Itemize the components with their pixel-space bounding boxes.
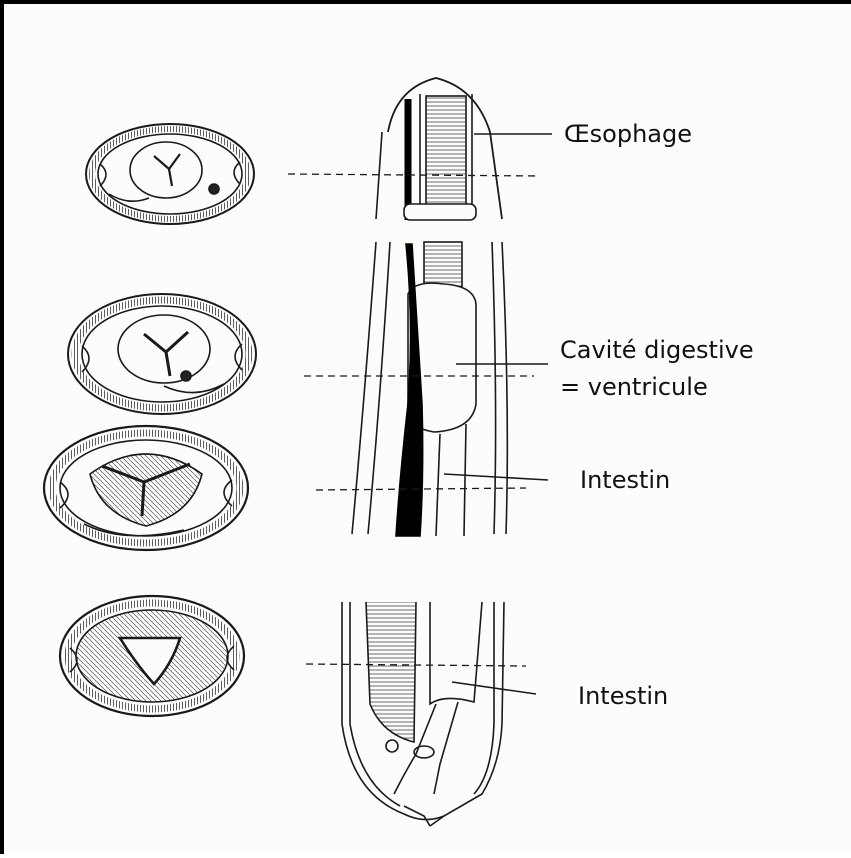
label-cavite-digestive-line2: = ventricule [560,371,708,403]
label-cavite-digestive-line1: Cavité digestive [560,334,754,366]
longitudinal-section-lower [306,602,536,826]
cross-section-1 [86,124,254,224]
label-intestin-upper: Intestin [580,464,670,496]
cross-section-4 [60,596,244,716]
label-oesophage: Œsophage [564,118,692,150]
cross-section-3 [44,426,248,550]
cross-section-2 [68,294,256,414]
nematode-anatomy-drawing [4,4,851,858]
longitudinal-section-upper [288,78,552,536]
label-intestin-lower: Intestin [578,680,668,712]
